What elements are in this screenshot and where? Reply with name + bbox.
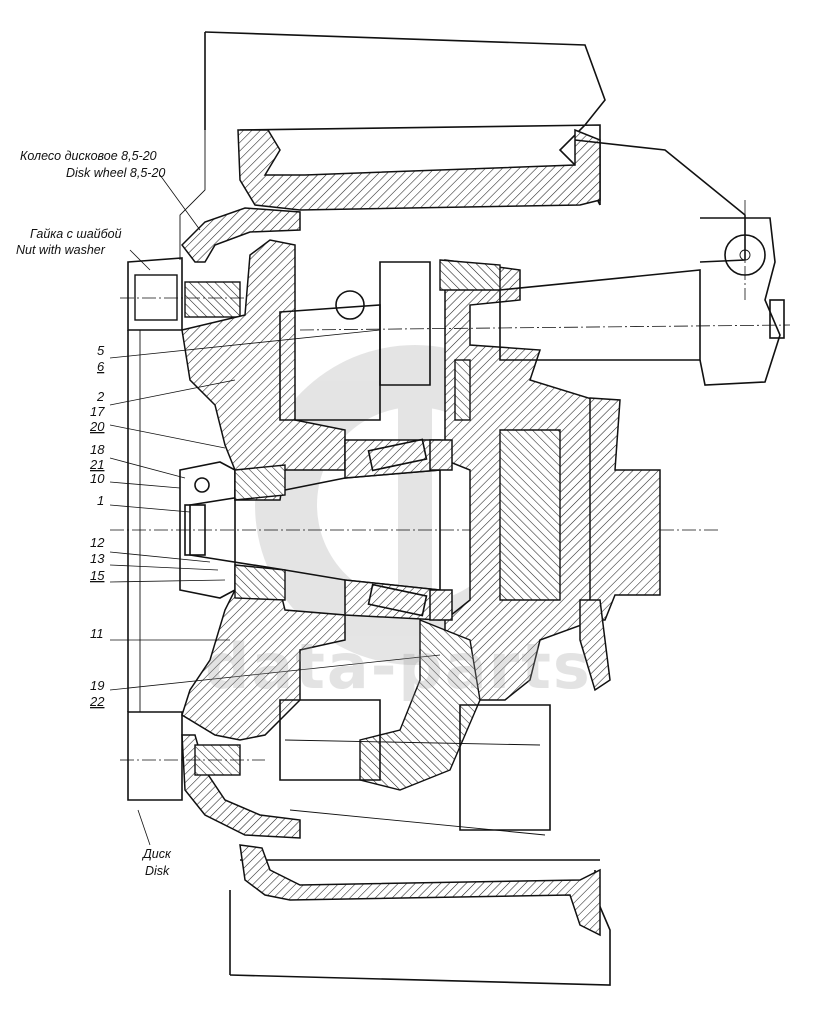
part-number: 20 (89, 419, 105, 434)
callout-disk-ru: Диск (141, 847, 172, 861)
oil-seals (429, 359, 471, 621)
callout-wheel-en: Disk wheel 8,5-20 (66, 166, 165, 180)
part-number: 10 (90, 471, 105, 486)
callout-disk-en: Disk (145, 864, 170, 878)
brake-drum-carrier (359, 259, 661, 791)
brake-shoe-lines (279, 304, 551, 836)
part-number: 13 (90, 551, 105, 566)
part-number: 18 (90, 442, 105, 457)
watermark-text: data-parts (205, 630, 592, 703)
part-number: 1 (97, 493, 104, 508)
part-number: 19 (90, 678, 104, 693)
hub-body (181, 239, 346, 741)
part-number: 15 (90, 568, 105, 583)
brake-camshaft-lever (299, 139, 791, 386)
rim-lower (239, 844, 601, 937)
leader-lines (109, 174, 441, 846)
callout-nut-ru: Гайка с шайбой (30, 227, 122, 241)
bearing-inner-lower (234, 564, 441, 621)
part-number: 21 (89, 457, 104, 472)
bearing-inner-upper (234, 438, 441, 501)
part-number: 12 (90, 535, 105, 550)
callout-nut-en: Nut with washer (16, 243, 106, 257)
lower-stud-bolt (120, 744, 265, 776)
upper-stud-bolt (120, 274, 265, 321)
part-number: 2 (96, 389, 105, 404)
part-number: 11 (90, 626, 104, 641)
rim-upper (237, 128, 601, 211)
part-number: 22 (89, 694, 105, 709)
part-number: 17 (90, 404, 105, 419)
callout-wheel-ru: Колесо дисковое 8,5-20 (20, 149, 157, 163)
part-number: 5 (97, 343, 105, 358)
part-number: 6 (97, 359, 105, 374)
